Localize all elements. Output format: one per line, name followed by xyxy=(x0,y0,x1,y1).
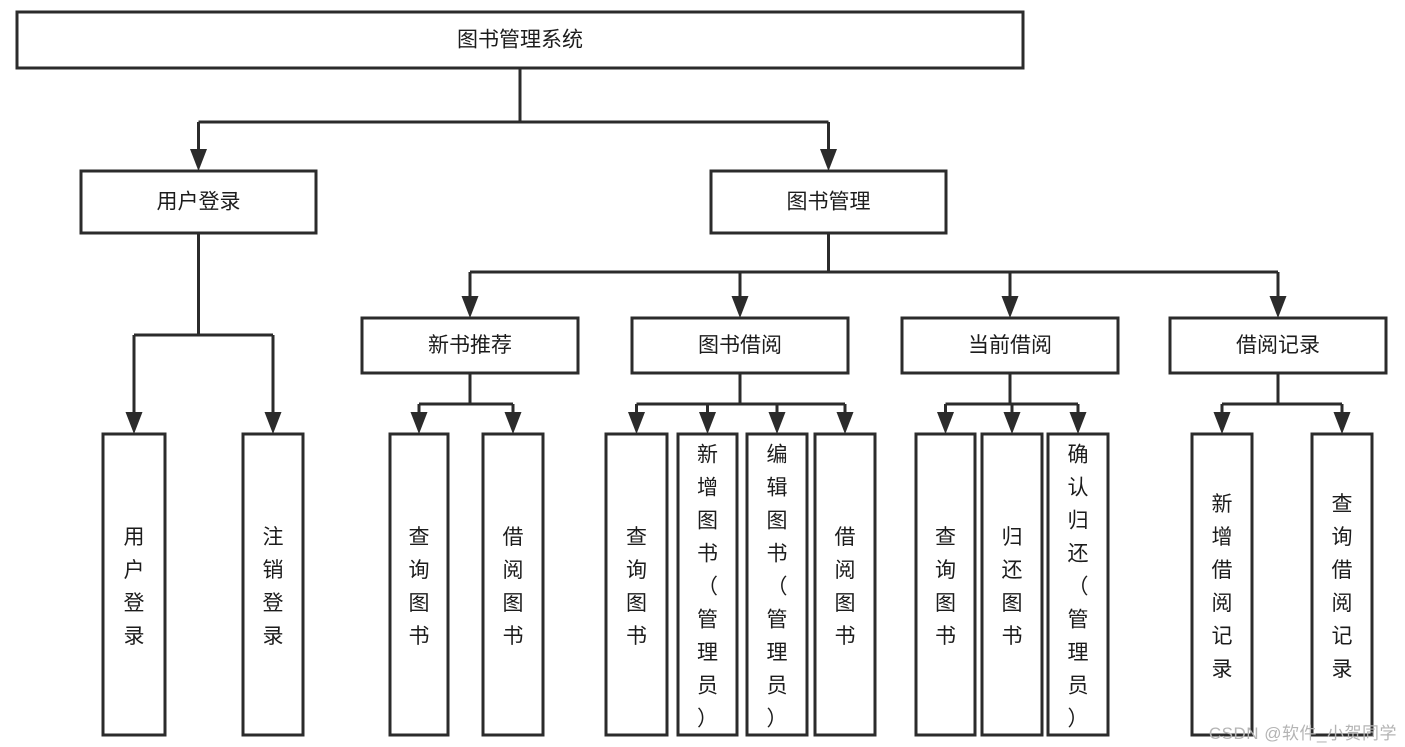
node-label-leaf-cu-confirm: 确认归还（管理员） xyxy=(1068,444,1089,731)
node-login[interactable]: 用户登录 xyxy=(79,169,318,235)
node-root[interactable]: 图书管理系统 xyxy=(15,10,1025,70)
node-leaf-cu-return[interactable]: 归还图书 xyxy=(980,432,1044,737)
node-label-bookmgmt: 图书管理 xyxy=(787,191,871,214)
node-box-records xyxy=(1168,316,1388,375)
node-box-leaf-nb-borrow xyxy=(481,432,545,737)
node-box-leaf-bo-borrow xyxy=(813,432,877,737)
node-label-leaf-cu-return: 归还图书 xyxy=(1002,526,1023,648)
node-newbook[interactable]: 新书推荐 xyxy=(360,316,580,375)
node-leaf-bo-query[interactable]: 查询图书 xyxy=(604,432,669,737)
node-box-borrow xyxy=(630,316,850,375)
node-label-borrow: 图书借阅 xyxy=(698,334,782,357)
node-box-leaf-bo-edit xyxy=(745,432,809,737)
node-box-bookmgmt xyxy=(709,169,948,235)
node-leaf-re-query[interactable]: 查询借阅记录 xyxy=(1310,432,1374,737)
node-leaf-user-login[interactable]: 用户登录 xyxy=(101,432,167,737)
node-records[interactable]: 借阅记录 xyxy=(1168,316,1388,375)
node-borrow[interactable]: 图书借阅 xyxy=(630,316,850,375)
node-leaf-bo-add[interactable]: 新增图书（管理员） xyxy=(676,432,739,737)
node-leaf-bo-borrow[interactable]: 借阅图书 xyxy=(813,432,877,737)
node-leaf-bo-edit[interactable]: 编辑图书（管理员） xyxy=(745,432,809,737)
node-label-leaf-nb-query: 查询图书 xyxy=(409,526,430,648)
node-label-leaf-bo-borrow: 借阅图书 xyxy=(835,526,856,648)
node-current[interactable]: 当前借阅 xyxy=(900,316,1120,375)
node-box-leaf-bo-add xyxy=(676,432,739,737)
node-box-leaf-cu-query xyxy=(914,432,977,737)
node-box-leaf-re-query xyxy=(1310,432,1374,737)
node-label-root: 图书管理系统 xyxy=(457,29,583,52)
node-box-leaf-bo-query xyxy=(604,432,669,737)
node-box-leaf-user-login xyxy=(101,432,167,737)
node-leaf-nb-query[interactable]: 查询图书 xyxy=(388,432,450,737)
node-box-leaf-cu-return xyxy=(980,432,1044,737)
node-label-records: 借阅记录 xyxy=(1236,334,1320,357)
edge-layer xyxy=(125,68,1351,434)
node-bookmgmt[interactable]: 图书管理 xyxy=(709,169,948,235)
node-leaf-cu-query[interactable]: 查询图书 xyxy=(914,432,977,737)
node-label-leaf-bo-add: 新增图书（管理员） xyxy=(697,444,718,731)
node-label-newbook: 新书推荐 xyxy=(428,334,512,357)
node-label-leaf-re-query: 查询借阅记录 xyxy=(1332,493,1353,681)
watermark-label: CSDN @软件_小贺同学 xyxy=(1208,724,1397,743)
node-label-leaf-cu-query: 查询图书 xyxy=(935,526,956,648)
node-label-leaf-user-login: 用户登录 xyxy=(124,526,145,648)
node-leaf-re-add[interactable]: 新增借阅记录 xyxy=(1190,432,1254,737)
node-box-leaf-re-add xyxy=(1190,432,1254,737)
node-box-root xyxy=(15,10,1025,70)
node-box-newbook xyxy=(360,316,580,375)
node-box-leaf-nb-query xyxy=(388,432,450,737)
node-box-login xyxy=(79,169,318,235)
node-leaf-nb-borrow[interactable]: 借阅图书 xyxy=(481,432,545,737)
node-layer: 图书管理系统用户登录图书管理新书推荐图书借阅当前借阅借阅记录用户登录注销登录查询… xyxy=(15,10,1388,737)
node-box-current xyxy=(900,316,1120,375)
node-box-leaf-cu-confirm xyxy=(1046,432,1110,737)
node-label-leaf-user-logout: 注销登录 xyxy=(263,526,284,648)
node-label-leaf-re-add: 新增借阅记录 xyxy=(1212,493,1233,681)
node-label-leaf-nb-borrow: 借阅图书 xyxy=(503,526,524,648)
node-label-leaf-bo-edit: 编辑图书（管理员） xyxy=(767,444,788,731)
node-label-login: 用户登录 xyxy=(157,191,241,214)
node-leaf-cu-confirm[interactable]: 确认归还（管理员） xyxy=(1046,432,1110,737)
node-label-leaf-bo-query: 查询图书 xyxy=(626,526,647,648)
node-box-leaf-user-logout xyxy=(241,432,305,737)
node-leaf-user-logout[interactable]: 注销登录 xyxy=(241,432,305,737)
node-label-current: 当前借阅 xyxy=(968,334,1052,357)
